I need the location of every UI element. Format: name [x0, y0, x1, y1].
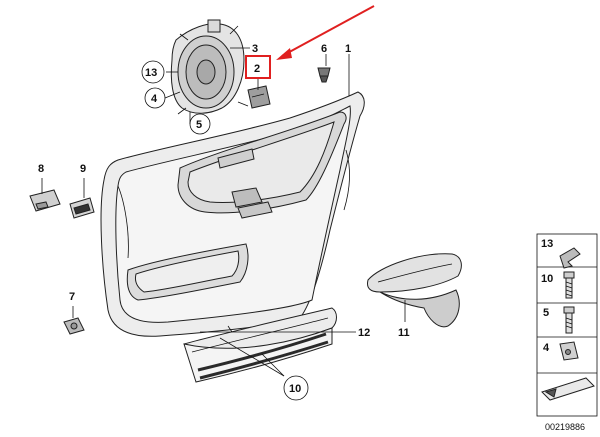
- red-arrowhead-icon: [276, 48, 292, 60]
- expansion-pin-part-7: [63, 317, 85, 335]
- legend-item-10: 10: [541, 273, 553, 285]
- bracket-part-8: [29, 189, 61, 212]
- highlight-annotation: [245, 5, 375, 79]
- callout-8: 8: [38, 163, 44, 175]
- callout-12: 12: [358, 327, 370, 339]
- leader-lines: [41, 47, 406, 377]
- callout-3: 3: [252, 43, 258, 55]
- screw-icon: [563, 271, 575, 299]
- legend-item-4: 4: [543, 342, 550, 354]
- fastener-legend: 13 10 5 4 00219886: [536, 233, 598, 432]
- diagram-code: 00219886: [545, 422, 585, 432]
- clip-icon: [559, 247, 581, 269]
- callout-4: 4: [151, 93, 158, 105]
- callout-1: 1: [345, 43, 351, 55]
- legend-item-5: 5: [543, 307, 549, 319]
- tweeter-cover-part-2: [247, 85, 271, 109]
- red-arrow-icon: [281, 5, 375, 57]
- trim-clip-part-6: [317, 67, 331, 83]
- door-trim-panel: [100, 91, 365, 337]
- callout-10: 10: [289, 383, 301, 395]
- door-speaker-assembly: [170, 19, 249, 115]
- bracket-part-9: [69, 197, 95, 219]
- callout-7: 7: [69, 291, 75, 303]
- legend-item-13: 13: [541, 238, 553, 250]
- callout-5: 5: [196, 119, 202, 131]
- callout-13: 13: [145, 67, 157, 79]
- callout-labels: 1 2 3 6 8 9 7 11 12 13 4 5 10: [38, 43, 410, 401]
- callout-6: 6: [321, 43, 327, 55]
- callout-11: 11: [398, 327, 410, 339]
- highlight-box: [245, 55, 271, 79]
- callout-2: 2: [254, 63, 260, 75]
- bolt-icon: [563, 306, 575, 334]
- map-pocket-part-11: [367, 253, 462, 328]
- callout-9: 9: [80, 163, 86, 175]
